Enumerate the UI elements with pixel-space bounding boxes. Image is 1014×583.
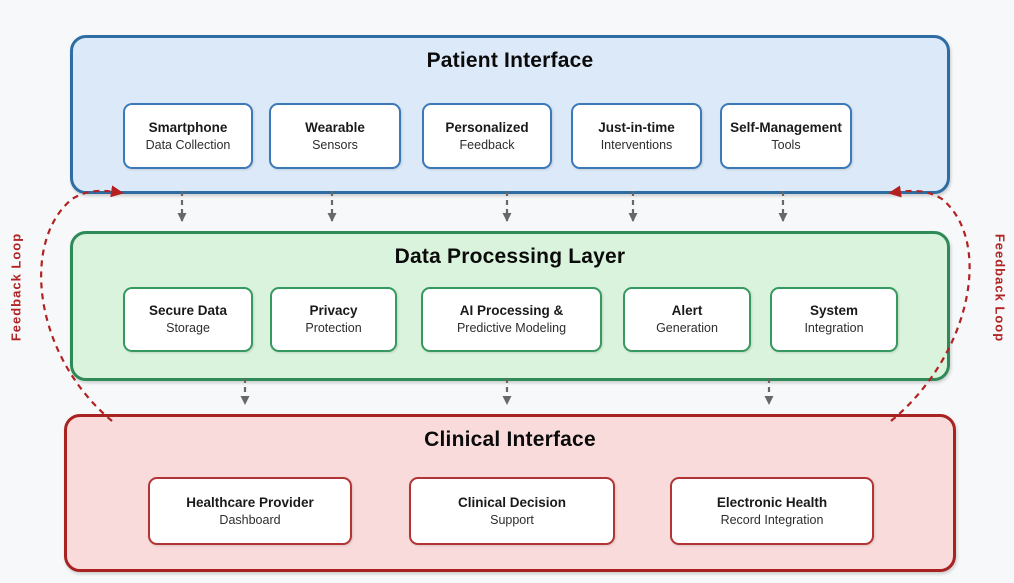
layer-clinical-interface: Clinical Interface Healthcare Provider D… — [64, 414, 956, 572]
node-alert-generation: Alert Generation — [623, 287, 751, 352]
layer-title-data-processing: Data Processing Layer — [394, 245, 626, 268]
node-subtitle: Integration — [804, 321, 864, 336]
node-smartphone-data-collection: Smartphone Data Collection — [123, 103, 253, 169]
node-title: Personalized — [445, 119, 529, 135]
node-title: Smartphone — [148, 119, 228, 135]
layer-patient-interface: Patient Interface Smartphone Data Collec… — [70, 35, 950, 194]
node-title: System — [809, 303, 859, 319]
node-subtitle: Tools — [771, 137, 801, 152]
layer-data-processing: Data Processing Layer Secure Data Storag… — [70, 231, 950, 381]
node-healthcare-provider-dashboard: Healthcare Provider Dashboard — [148, 477, 352, 545]
node-subtitle: Predictive Modeling — [456, 321, 567, 336]
node-subtitle: Generation — [656, 321, 718, 336]
node-privacy-protection: Privacy Protection — [270, 287, 397, 352]
node-subtitle: Sensors — [312, 137, 358, 152]
node-title: Self-Management — [730, 119, 842, 135]
node-secure-data-storage: Secure Data Storage — [123, 287, 253, 352]
node-just-in-time-interventions: Just-in-time Interventions — [571, 103, 702, 169]
layer-title-patient-interface: Patient Interface — [426, 49, 594, 72]
feedback-loop-label-right: Feedback Loop — [992, 233, 1008, 343]
node-title: AI Processing & — [459, 303, 564, 319]
node-subtitle: Dashboard — [219, 512, 281, 527]
node-subtitle: Protection — [305, 321, 362, 336]
node-subtitle: Feedback — [459, 137, 515, 152]
node-clinical-decision-support: Clinical Decision Support — [409, 477, 615, 545]
layer-title-clinical-interface: Clinical Interface — [424, 428, 596, 451]
node-title: Secure Data — [148, 303, 228, 319]
node-subtitle: Interventions — [600, 137, 673, 152]
node-system-integration: System Integration — [770, 287, 898, 352]
node-title: Clinical Decision — [457, 494, 567, 510]
node-title: Alert — [671, 303, 703, 319]
node-title: Just-in-time — [598, 119, 675, 135]
node-personalized-feedback: Personalized Feedback — [422, 103, 552, 169]
node-title: Healthcare Provider — [186, 494, 314, 510]
node-ai-processing-predictive-modeling: AI Processing & Predictive Modeling — [421, 287, 602, 352]
node-title: Privacy — [309, 303, 358, 319]
node-title: Wearable — [305, 119, 365, 135]
node-electronic-health-record-integration: Electronic Health Record Integration — [670, 477, 874, 545]
node-subtitle: Storage — [166, 321, 210, 336]
node-subtitle: Support — [490, 512, 534, 527]
node-subtitle: Record Integration — [720, 512, 824, 527]
node-subtitle: Data Collection — [145, 137, 231, 152]
feedback-loop-label-left: Feedback Loop — [8, 232, 24, 342]
node-wearable-sensors: Wearable Sensors — [269, 103, 401, 169]
node-self-management-tools: Self-Management Tools — [720, 103, 852, 169]
node-title: Electronic Health — [716, 494, 828, 510]
